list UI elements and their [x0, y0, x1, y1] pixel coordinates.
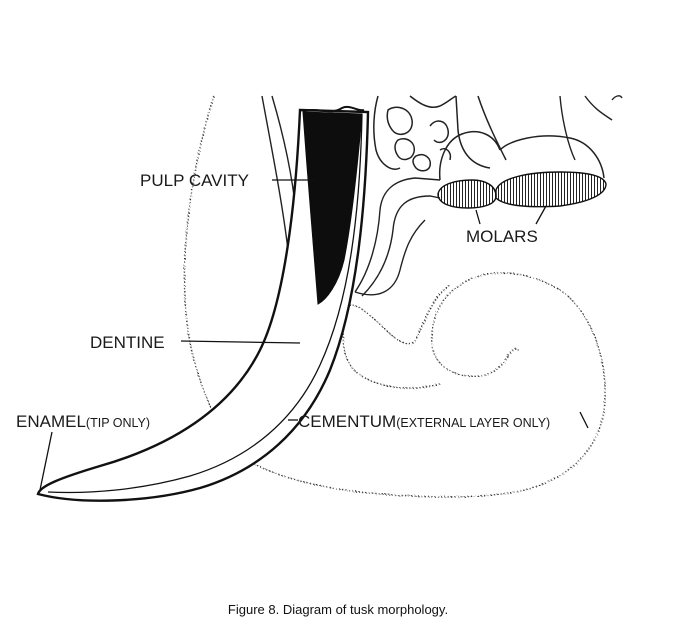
leader-dentine — [180, 340, 301, 344]
label-cementum: CEMENTUM(EXTERNAL LAYER ONLY) — [298, 412, 550, 431]
pulp-cavity-fill — [302, 111, 363, 305]
bone-texture — [373, 95, 605, 181]
molar-2 — [495, 171, 607, 208]
leader-molars-2 — [535, 205, 547, 225]
leader-molars-1 — [475, 209, 481, 225]
label-molars: MOLARS — [466, 227, 538, 246]
labels: PULP CAVITY MOLARS DENTINE ENAMEL(TIP ON… — [16, 171, 550, 431]
leader-enamel — [39, 431, 53, 491]
skull-outline — [183, 95, 606, 498]
label-cementum-main: CEMENTUM — [298, 412, 396, 431]
label-dentine: DENTINE — [90, 333, 165, 352]
leader-lines — [39, 179, 589, 491]
label-enamel-main: ENAMEL — [16, 412, 86, 431]
tusk-graphic — [36, 105, 370, 502]
molars-graphic — [437, 171, 607, 209]
tusk-outline — [36, 108, 370, 502]
leader-cementum-right — [579, 411, 589, 429]
label-enamel-note: (TIP ONLY) — [86, 416, 150, 430]
label-cementum-note: (EXTERNAL LAYER ONLY) — [396, 416, 550, 430]
molar-1 — [437, 179, 497, 209]
label-enamel: ENAMEL(TIP ONLY) — [16, 412, 150, 431]
label-pulp-cavity: PULP CAVITY — [140, 171, 249, 190]
figure-caption: Figure 8. Diagram of tusk morphology. — [227, 602, 449, 617]
